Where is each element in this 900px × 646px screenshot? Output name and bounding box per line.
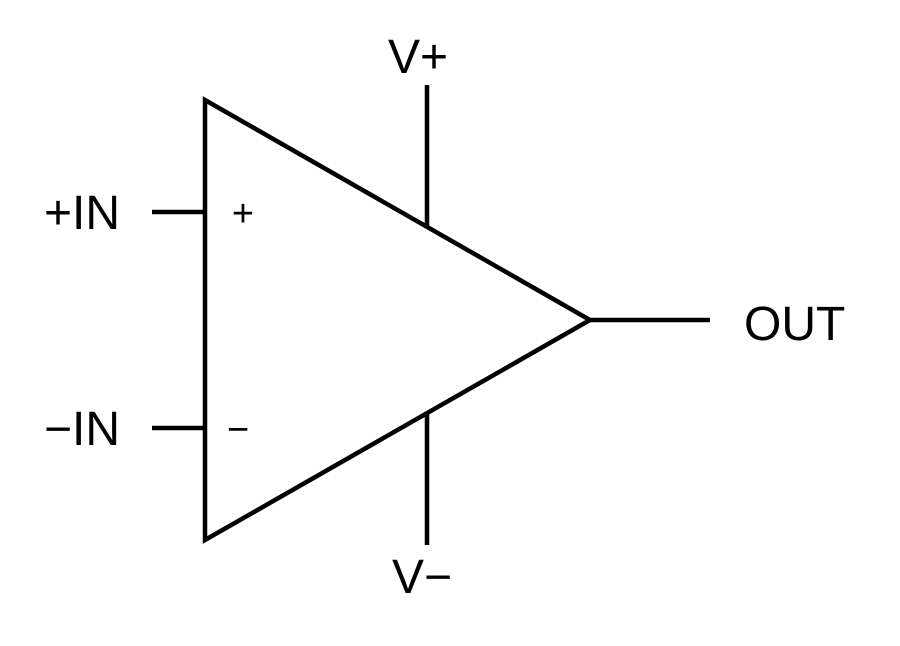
out-label: OUT	[744, 298, 845, 351]
noninverting-plus-sign: +	[232, 193, 254, 235]
opamp-triangle-body	[202, 96, 595, 544]
in-minus-label: −IN	[44, 403, 120, 456]
v-minus-label: V−	[392, 551, 452, 604]
inverting-minus-sign: −	[227, 409, 249, 451]
v-plus-label: V+	[388, 31, 448, 84]
in-plus-label: +IN	[44, 187, 120, 240]
